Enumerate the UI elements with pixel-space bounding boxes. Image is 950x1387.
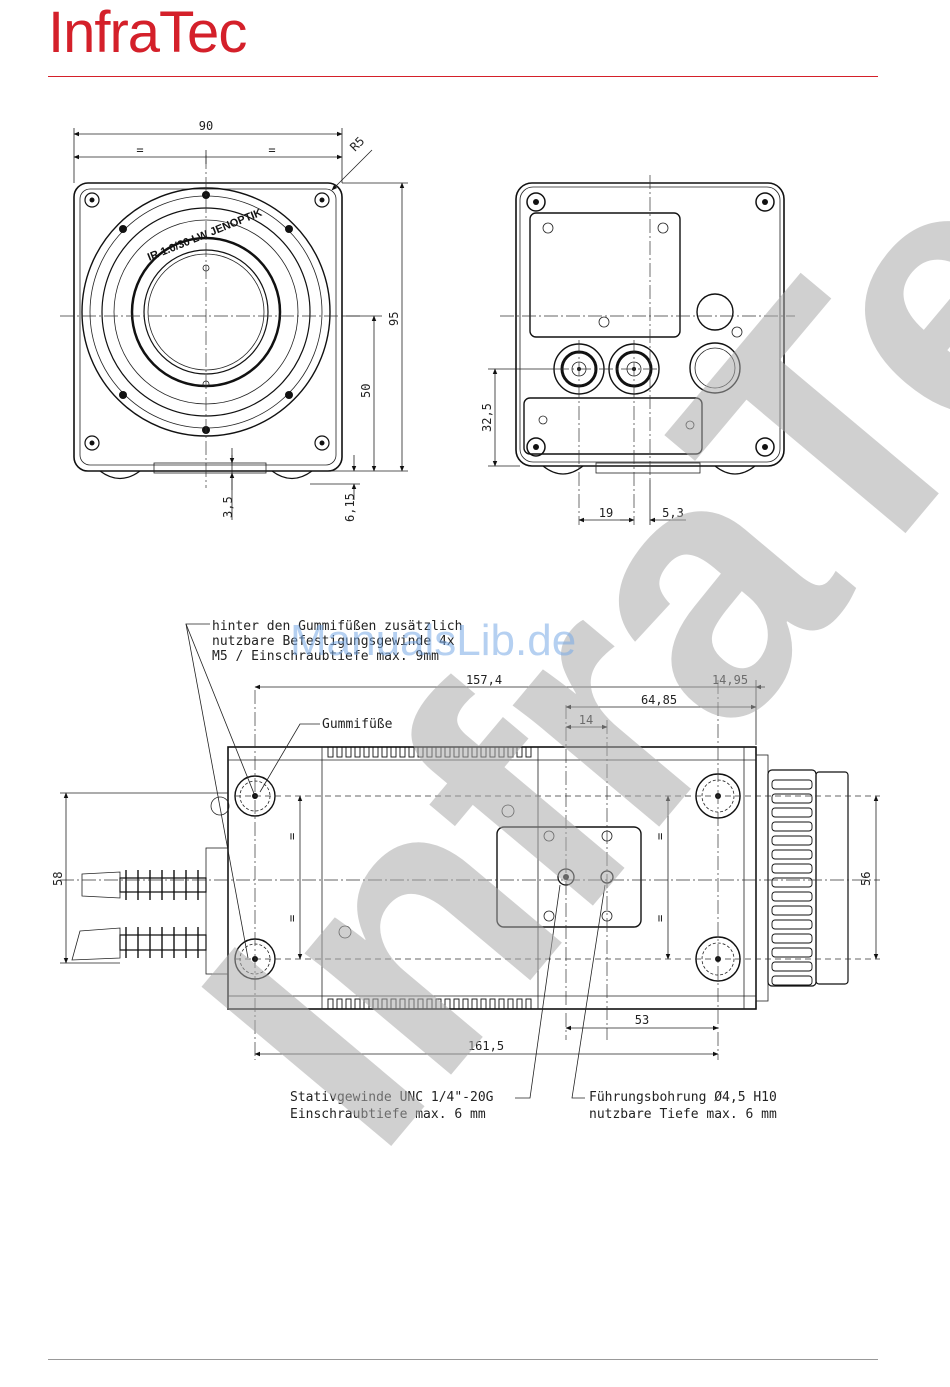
dim-length-53: 53: [635, 1013, 649, 1027]
note-feet-thread-line2: nutzbare Befestigungsgewinde 4x: [212, 634, 455, 649]
dim-foot-offset: 3,5: [221, 496, 235, 518]
dim-eq-1: =: [285, 833, 299, 840]
header-rule: [48, 76, 878, 77]
infratec-logo: InfraTec: [48, 0, 247, 65]
dim-foot-height: 6,15: [343, 493, 357, 522]
dim-eq-4: =: [653, 915, 667, 922]
cooling-fins-bottom: [327, 998, 532, 1010]
front-corner-screws: [84, 192, 330, 451]
note-guide-line1: Führungsbohrung Ø4,5 H10: [589, 1090, 777, 1105]
note-tripod-line2: Einschraubtiefe max. 6 mm: [290, 1107, 486, 1122]
dim-center-height: 50: [359, 384, 373, 398]
note-tripod-line1: Stativgewinde UNC 1/4"-20G: [290, 1090, 494, 1105]
dim-length-14: 14: [579, 713, 593, 727]
lens-label: IR 1.0/30 LW JENOPTIK: [146, 207, 264, 264]
dim-height-58: 58: [51, 872, 65, 886]
note-rubber-feet: Gummifüße: [322, 717, 393, 732]
rear-corner-screws: [526, 192, 775, 457]
dim-connector-height: 32,5: [480, 403, 494, 432]
dim-half-right: =: [268, 143, 275, 157]
dim-radius: R5: [347, 134, 367, 154]
dim-length-161-5: 161,5: [468, 1039, 504, 1053]
dim-height: 95: [387, 312, 401, 326]
rear-view: 32,5 19 5,3: [480, 175, 795, 525]
dim-half-left: =: [136, 143, 143, 157]
dim-length-14-95: 14,95: [712, 673, 748, 687]
cooling-fins-top: [327, 746, 532, 758]
manualslib-watermark: ManualsLib.de: [290, 616, 577, 665]
note-feet-thread-line1: hinter den Gummifüßen zusätzlich: [212, 619, 462, 634]
side-lens: [755, 754, 849, 1002]
front-feet: [99, 462, 313, 480]
dim-eq-3: =: [653, 833, 667, 840]
note-guide-line2: nutzbare Tiefe max. 6 mm: [589, 1107, 777, 1122]
dim-length-157-4: 157,4: [466, 673, 502, 687]
footer-rule: [48, 1359, 878, 1360]
dim-offset-5-3: 5,3: [662, 506, 684, 520]
dim-offset-19: 19: [599, 506, 613, 520]
side-cables: [71, 796, 230, 975]
front-view: IR 1.0/30 LW JENOPTIK 90 = = R5 95 50: [60, 119, 408, 522]
dim-length-64-85: 64,85: [641, 693, 677, 707]
dim-height-56: 56: [859, 872, 873, 886]
side-view: 157,4 14,95 64,85 14 58 56 = = = = 53 16…: [51, 619, 880, 1122]
dim-eq-2: =: [285, 915, 299, 922]
dim-width: 90: [199, 119, 213, 133]
note-feet-thread-line3: M5 / Einschraubtiefe max. 9mm: [212, 649, 439, 664]
